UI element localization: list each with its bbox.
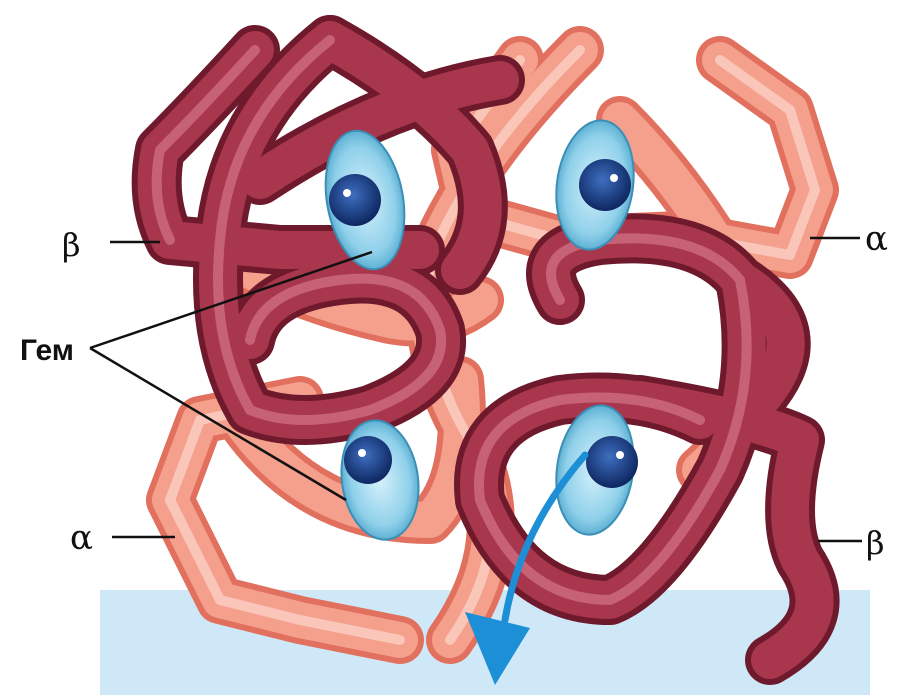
heme-label: Гем — [20, 334, 74, 367]
alpha-label-right: α — [865, 219, 888, 259]
beta-label-left: β — [62, 226, 81, 264]
alpha-label-left: α — [70, 518, 93, 558]
beta-label-right: β — [866, 524, 885, 562]
